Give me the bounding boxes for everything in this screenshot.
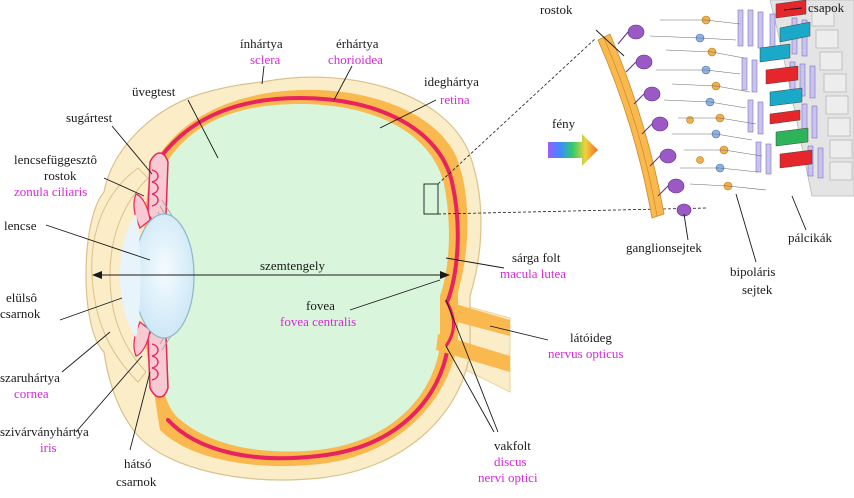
label-lencsefuggeszto-1: lencsefüggesztô <box>14 152 97 167</box>
label-lencsefuggeszto-2: rostok <box>44 168 77 183</box>
label-sugartest: sugártest <box>66 110 113 125</box>
ganglion-axons <box>617 31 669 197</box>
leader-lines <box>45 7 807 451</box>
eyeball <box>85 76 511 481</box>
detail-pigment-cells <box>811 7 853 181</box>
label-chorioidea: chorioidea <box>328 52 383 67</box>
axis-arrow-left <box>92 271 102 279</box>
label-nervus-opticus: nervus opticus <box>548 346 623 361</box>
retina-inset-box <box>423 183 439 215</box>
label-erhartya: érhártya <box>336 36 379 51</box>
label-iris: iris <box>40 440 57 455</box>
label-bipolaris-1: bipoláris <box>730 264 776 279</box>
vitreous-body <box>158 104 449 452</box>
retina-line <box>158 95 460 461</box>
label-ideghartya: ideghártya <box>424 74 479 89</box>
label-uvegtest: üvegtest <box>132 84 176 99</box>
label-rostok: rostok <box>540 2 573 17</box>
label-elulso-1: elülsô <box>6 290 37 305</box>
label-szivarvanyhartya: szivárványhártya <box>0 424 89 439</box>
label-inhartya: ínhártya <box>240 36 283 51</box>
label-szaruhartya: szaruhártya <box>0 370 60 385</box>
label-hatso-2: csarnok <box>116 474 157 489</box>
label-sarga-folt: sárga folt <box>512 250 561 265</box>
label-retina: retina <box>440 92 470 107</box>
label-sclera: sclera <box>250 52 281 67</box>
label-latoideg: látóideg <box>570 330 612 345</box>
label-lencse: lencse <box>4 218 37 233</box>
light-arrow <box>548 134 598 166</box>
lens-shape <box>133 213 195 339</box>
axis-arrow-right <box>440 271 450 279</box>
label-discus: discus <box>494 454 527 469</box>
label-vakfolt: vakfolt <box>494 438 531 453</box>
optic-nerve-band-2 <box>436 334 510 372</box>
label-palcikak: pálcikák <box>788 230 833 245</box>
label-fovea-centralis: fovea centralis <box>280 314 356 329</box>
label-szemtengely: szemtengely <box>260 258 325 273</box>
label-hatso-1: hátsó <box>124 456 151 471</box>
label-macula-lutea: macula lutea <box>500 266 566 281</box>
label-bipolaris-2: sejtek <box>742 282 773 297</box>
label-csapok: csapok <box>808 0 845 15</box>
detail-choroid-band <box>597 33 665 219</box>
neural-fibers <box>649 19 767 191</box>
label-elulso-2: csarnok <box>0 306 41 321</box>
ciliary-body-upper <box>133 152 169 229</box>
label-nervi-optici: nervi optici <box>478 470 538 485</box>
zoom-lines <box>437 37 707 215</box>
label-cornea: cornea <box>14 386 49 401</box>
ganglion-cells <box>627 24 692 217</box>
label-zonula: zonula ciliaris <box>14 184 87 199</box>
retina-detail <box>548 0 854 219</box>
label-fovea: fovea <box>306 298 335 313</box>
label-feny: fény <box>552 116 576 131</box>
anterior-chamber <box>120 214 141 338</box>
label-ganglionsejtek: ganglionsejtek <box>626 240 702 255</box>
